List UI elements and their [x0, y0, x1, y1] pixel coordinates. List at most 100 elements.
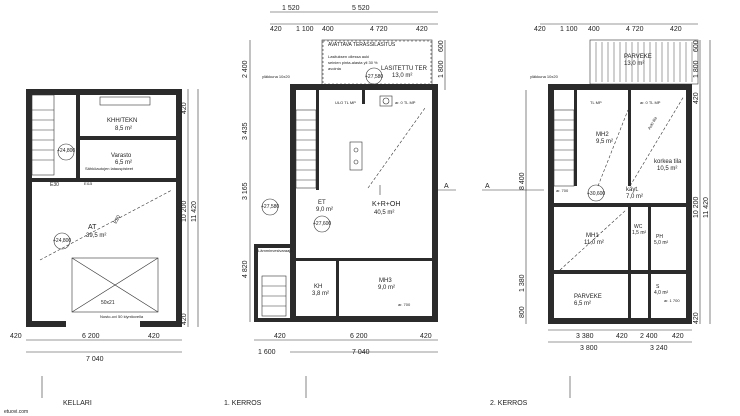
room-ph-area: 5,0 m² [654, 240, 669, 246]
note-tl-mp: ar. 0 TL MP [395, 100, 416, 105]
note-e30-a: E30 [50, 182, 59, 188]
room-lasitettu-ter: LASITETTU TER [381, 66, 428, 72]
note-wall-area: seinien pinta-alasta yli 30 % [328, 60, 378, 65]
dim-left-4: 4 820 [242, 260, 249, 278]
note-garage-door: Nosto-ovi 50 kiyntiovella [100, 314, 144, 319]
note-ar-tl-mp: ar. 0 TL MP [640, 100, 661, 105]
note-window: yläkkuna 10x20 [530, 74, 559, 79]
dim-bottom-1: 420 [10, 333, 22, 340]
dim-right-3: 420 [181, 313, 188, 325]
room-kh: KH [314, 284, 322, 290]
room-khh-tekn-area: 8,5 m² [115, 126, 132, 132]
dim-right-total: 11 420 [191, 201, 198, 222]
dim-top-4: 1 100 [296, 26, 314, 33]
room-mh2-area: 9,5 m² [596, 139, 613, 145]
section-mark-a-right: A [444, 183, 449, 190]
second-floor-plan: PARVEKE 13,0 m² MH2 9,5 m² korkea tila 1… [482, 23, 711, 407]
dim-left-1: 8 400 [519, 172, 526, 190]
note-ar-700: ar. 700 [398, 302, 411, 307]
dim-top-1: 1 520 [282, 5, 300, 12]
room-varasto-area: 6,5 m² [115, 160, 132, 166]
floor-title-kellari: KELLARI [63, 400, 92, 407]
dim-bottom-2: 420 [616, 333, 628, 340]
room-mh1: MH1 [586, 233, 599, 239]
room-parveke-top: PARVEKE [624, 54, 652, 60]
note-tl-mp: TL MP [590, 100, 602, 105]
garage-door-area [71, 257, 159, 313]
room-ph: PH [656, 234, 663, 240]
second-floor-stair [553, 109, 575, 187]
room-at-area: 39,5 m² [86, 233, 106, 239]
note-door-size: 50x21 [101, 300, 115, 306]
dim-right-2: 10 200 [181, 200, 188, 222]
level-marker-et: +27,600 [313, 221, 331, 227]
room-at: AT [88, 224, 97, 231]
dim-left-3: 3 165 [242, 182, 249, 200]
dim-right-1: 1 800 [438, 60, 445, 78]
dim-right-1: 420 [181, 102, 188, 114]
dim-bottom-3: 420 [148, 333, 160, 340]
first-floor-stair [261, 109, 317, 317]
room-mh1-area: 11,0 m² [584, 240, 604, 246]
level-marker-2: +24,800 [53, 238, 71, 244]
room-parveke-top-area: 13,0 m² [624, 61, 644, 67]
note-e30-b: E30 [113, 214, 123, 225]
dim-right-4: 10 200 [693, 196, 700, 218]
room-et-area: 9,0 m² [316, 207, 333, 213]
note-charging: Sähköautojen latauspisteet [85, 166, 134, 171]
level-marker-1: +24,800 [57, 148, 75, 154]
basement-stair [31, 94, 55, 176]
room-k-r-oh: K+R+OH [372, 201, 400, 208]
dim-bottom-4: 420 [672, 333, 684, 340]
dim-bottom-total: 7 040 [86, 356, 104, 363]
room-korkea-tila-area: 10,5 m² [657, 166, 677, 172]
room-wc: WC [634, 224, 643, 230]
dim-top-2: 1 100 [560, 26, 578, 33]
room-et: ET [318, 200, 326, 206]
dim-right-total: 11 420 [703, 197, 710, 218]
room-korkea-tila: korkea tila [654, 159, 682, 165]
dim-bottom-5: 3 800 [580, 345, 598, 352]
dim-right-2: 600 [693, 40, 700, 52]
dim-top-4: 4 720 [626, 26, 644, 33]
level-marker-entry: +27,580 [261, 204, 279, 210]
dim-top-7: 420 [416, 26, 428, 33]
note-water-heater: Lämminvesivaraaja [258, 248, 293, 253]
dim-left-2: 3 435 [242, 122, 249, 140]
dim-left-1: 2 400 [242, 60, 249, 78]
note-glazing-open: Lasituksen ollessa auki [328, 54, 369, 59]
room-mh3-area: 9,0 m² [378, 285, 395, 291]
room-s: S [656, 284, 660, 290]
dim-top-2: 5 520 [352, 5, 370, 12]
room-mh2: MH2 [596, 132, 609, 138]
dim-bottom-3: 2 400 [640, 333, 658, 340]
room-mh3: MH3 [379, 278, 392, 284]
dim-bottom-1: 3 380 [576, 333, 594, 340]
room-parveke-bottom: PARVEKE [574, 294, 602, 300]
note-ar-1700: ar. 1 700 [664, 298, 680, 303]
dim-top-3: 400 [588, 26, 600, 33]
floor-title-1-kerros: 1. KERROS [224, 400, 262, 407]
note-open: avointa [328, 66, 342, 71]
dim-left-3: 800 [519, 306, 526, 318]
note-ei15: EI15 [84, 181, 93, 186]
dim-bottom-3: 420 [420, 333, 432, 340]
dim-right-2: 600 [438, 40, 445, 52]
room-k-r-oh-area: 40,5 m² [374, 210, 394, 216]
dim-top-5: 420 [670, 26, 682, 33]
dim-top-6: 4 720 [370, 26, 388, 33]
watermark: etuovi.com [4, 409, 28, 415]
dim-bottom-6: 3 240 [650, 345, 668, 352]
note-window: yläkkuna 10x20 [262, 74, 291, 79]
basement-plan: KHH/TEKN 8,5 m² Varasto 6,5 m² AT 39,5 m… [10, 89, 199, 407]
note-terrace-glazing: AVATTAVA TERASSILASITUS [328, 42, 396, 48]
dim-bottom-2: 6 200 [350, 333, 368, 340]
room-kayt-area: 7,0 m² [626, 194, 643, 200]
dim-right-5: 420 [693, 312, 700, 324]
dim-right-3: 420 [693, 92, 700, 104]
first-floor-plan: AVATTAVA TERASSILASITUS Lasituksen olles… [224, 5, 446, 407]
level-marker-terrace: +27,580 [365, 74, 383, 80]
note-ar-700: ar. 700 [556, 188, 569, 193]
room-varasto: Varasto [111, 153, 132, 159]
